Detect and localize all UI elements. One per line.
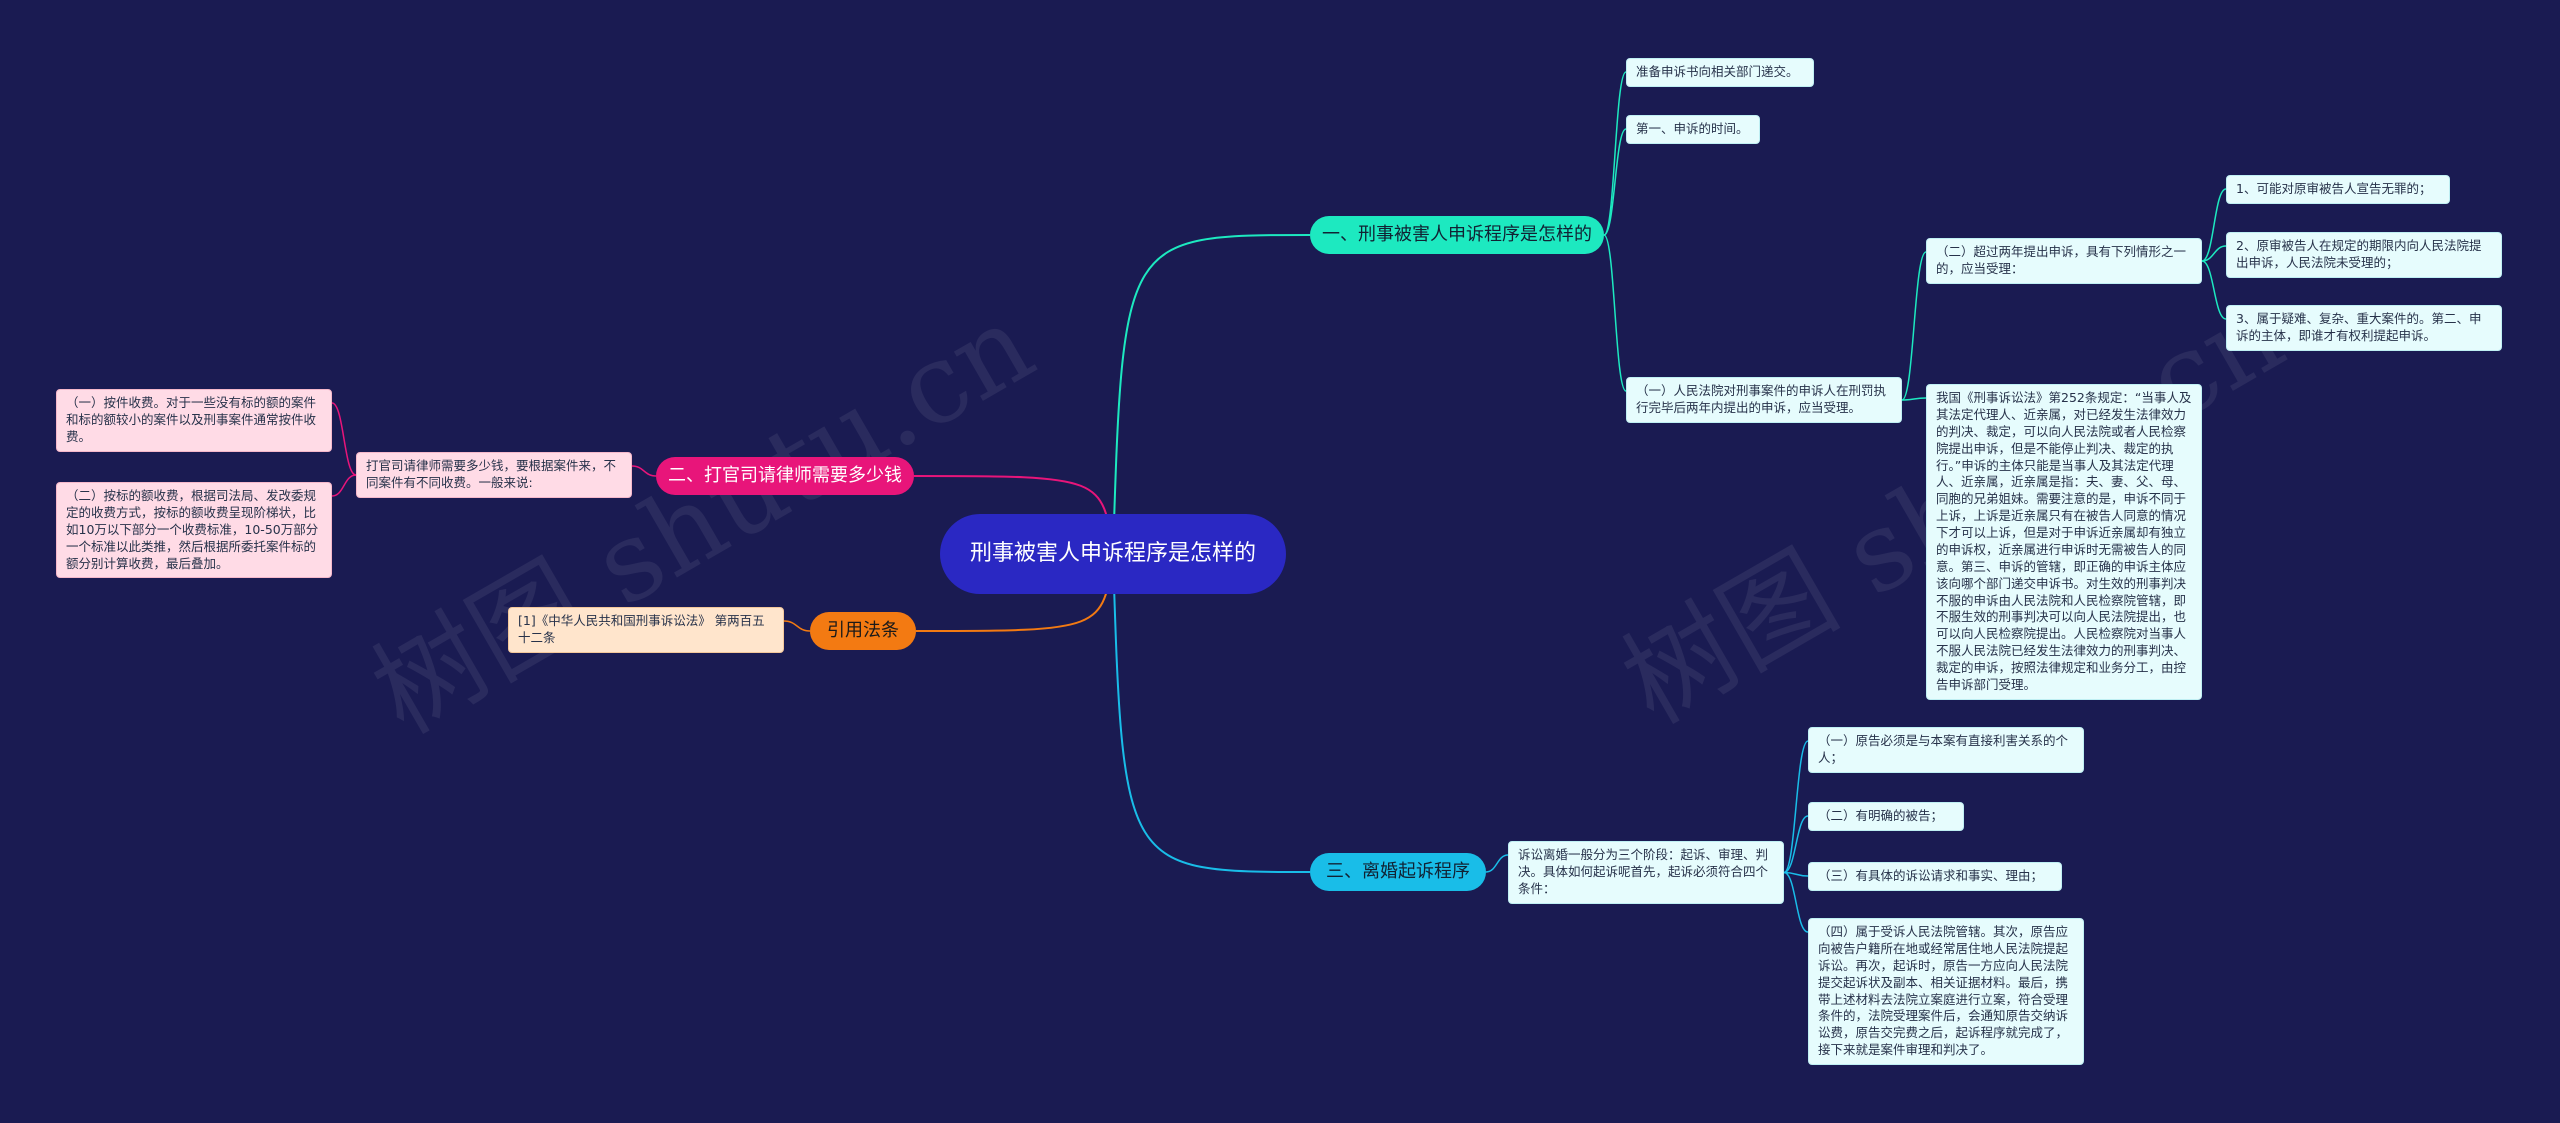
connector-line (1112, 234, 1311, 555)
connector-line (331, 474, 357, 497)
connector-line (1603, 71, 1627, 236)
connector-line (1783, 740, 1809, 874)
leaf-condition-claims[interactable]: （三）有具体的诉讼请求和事实、理由； (1808, 862, 2062, 891)
leaf-law-citation[interactable]: [1]《中华人民共和国刑事诉讼法》 第两百五十二条 (508, 607, 784, 653)
leaf-fee-per-case[interactable]: （一）按件收费。对于一些没有标的额的案件和标的额较小的案件以及刑事案件通常按件收… (56, 389, 332, 452)
leaf-prepare-appeal[interactable]: 准备申诉书向相关部门递交。 (1626, 58, 1814, 87)
connector-line (1485, 854, 1509, 873)
leaf-lawyer-fee-intro[interactable]: 打官司请律师需要多少钱，要根据案件来，不同案件有不同收费。一般来说: (356, 452, 632, 498)
root-topic[interactable]: 刑事被害人申诉程序是怎样的 (940, 514, 1286, 594)
connector-line (1901, 251, 1927, 401)
leaf-condition-jurisdiction[interactable]: （四）属于受诉人民法院管辖。其次，原告应向被告户籍所在地或经常居住地人民法院提起… (1808, 918, 2084, 1065)
connector-line (1901, 397, 1927, 401)
leaf-divorce-stages[interactable]: 诉讼离婚一般分为三个阶段：起诉、审理、判决。具体如何起诉呢首先，起诉必须符合四个… (1508, 841, 1784, 904)
leaf-condition-defendant[interactable]: （二）有明确的被告； (1808, 802, 1964, 831)
connector-line (1112, 553, 1311, 873)
connector-line (1783, 871, 1809, 877)
leaf-case-acquittal[interactable]: 1、可能对原审被告人宣告无罪的； (2226, 175, 2450, 204)
connector-line (331, 402, 357, 476)
branch-appeal-procedure[interactable]: 一、刑事被害人申诉程序是怎样的 (1310, 216, 1604, 254)
leaf-fee-by-amount[interactable]: （二）按标的额收费，根据司法局、发改委规定的收费方式，按标的额收费呈现阶梯状，比… (56, 482, 332, 579)
connector-line (1603, 234, 1627, 392)
connector-line (1783, 871, 1809, 933)
connector-line (783, 620, 811, 632)
connector-line (2201, 260, 2227, 320)
connector-line (2201, 245, 2227, 262)
leaf-case-not-accepted[interactable]: 2、原审被告人在规定的期限内向人民法院提出申诉，人民法院未受理的； (2226, 232, 2502, 278)
connector-line (631, 465, 657, 477)
branch-lawyer-fees[interactable]: 二、打官司请律师需要多少钱 (656, 457, 914, 495)
leaf-court-accept-two-years[interactable]: （一）人民法院对刑事案件的申诉人在刑罚执行完毕后两年内提出的申诉，应当受理。 (1626, 377, 1902, 423)
leaf-condition-plaintiff[interactable]: （一）原告必须是与本案有直接利害关系的个人； (1808, 727, 2084, 773)
branch-cited-law[interactable]: 引用法条 (810, 612, 916, 650)
connector-line (1603, 128, 1627, 236)
connector-line (2201, 188, 2227, 262)
branch-divorce-procedure[interactable]: 三、离婚起诉程序 (1310, 853, 1486, 891)
root-title: 刑事被害人申诉程序是怎样的 (970, 540, 1257, 566)
leaf-appeal-time[interactable]: 第一、申诉的时间。 (1626, 115, 1760, 144)
connector-line (1783, 815, 1809, 874)
leaf-criminal-procedure-law-252[interactable]: 我国《刑事诉讼法》第252条规定：“当事人及其法定代理人、近亲属，对已经发生法律… (1926, 384, 2202, 700)
leaf-case-complex[interactable]: 3、属于疑难、复杂、重大案件的。第二、申诉的主体，即谁才有权利提起申诉。 (2226, 305, 2502, 351)
leaf-over-two-years[interactable]: （二）超过两年提出申诉，具有下列情形之一的，应当受理： (1926, 238, 2202, 284)
